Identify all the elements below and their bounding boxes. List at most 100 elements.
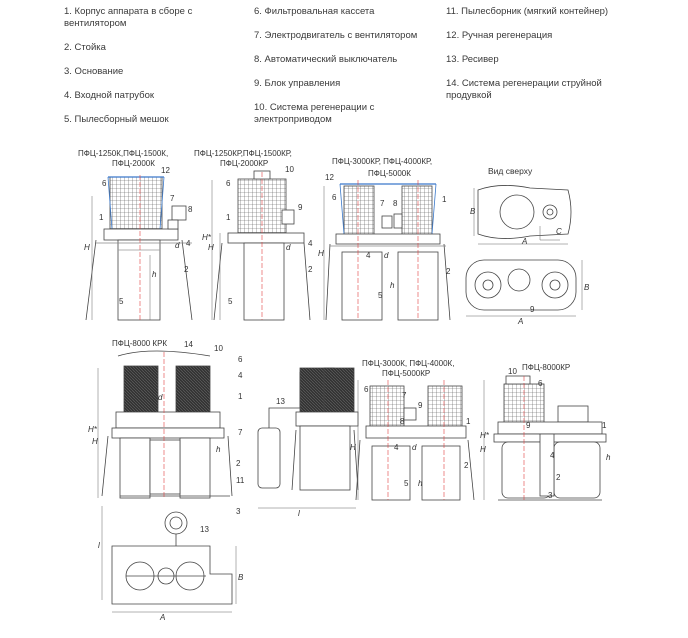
d9-label-13: 13 (200, 525, 209, 534)
d5-label-1: 1 (238, 392, 243, 401)
d4-label-C: С (556, 227, 562, 236)
d1-label-h: h (152, 270, 157, 279)
d1-label-8: 8 (188, 205, 193, 214)
d5-label-6: 6 (238, 355, 243, 364)
legend-item-9: 9. Блок управления (254, 78, 341, 89)
d2-label-4: 4 (308, 239, 313, 248)
legend-item-12: 12. Ручная регенерация (446, 30, 553, 41)
d5-label-10: 10 (214, 344, 223, 353)
legend-item-4: 4. Входной патрубок (64, 89, 155, 101)
filter-cassette (109, 176, 163, 230)
d5-title: ПФЦ-8000 КРК (112, 339, 167, 348)
d1-label-7: 7 (170, 194, 175, 203)
d1-label-1: 1 (99, 213, 104, 222)
drawing-9 (101, 506, 237, 613)
d8-label-6: 6 (538, 379, 543, 388)
d5-label-4: 4 (238, 371, 243, 380)
d7-label-1: 1 (466, 417, 471, 426)
legend-item-2: 2. Стойка (64, 41, 106, 53)
d7-title-1: ПФЦ-3000К, ПФЦ-4000К, (362, 359, 454, 368)
d5-label-d: d (158, 393, 163, 402)
legend-item-11: 11. Пылесборник (мягкий контейнер) (446, 6, 609, 17)
d1-label-H: H (84, 243, 90, 252)
d2-title-2: ПФЦ-2000КР (220, 159, 268, 168)
drawing-6 (257, 367, 359, 509)
d2-label-2: 2 (308, 265, 313, 274)
d3-label-1: 1 (442, 195, 447, 204)
d2-label-H: H (208, 243, 214, 252)
d2-label-Hstar: H* (202, 233, 212, 242)
d4-label-B1: В (470, 207, 476, 216)
d3-label-5: 5 (378, 291, 383, 300)
drawing-3 (323, 180, 451, 321)
legend-item-14: 14. Система регенерации струйной продувк… (446, 78, 602, 101)
d7-label-8: 8 (400, 417, 405, 426)
d3-label-h: h (390, 281, 395, 290)
d7-label-6: 6 (364, 385, 369, 394)
d1-label-6: 6 (102, 179, 107, 188)
d9-label-l: l (98, 541, 100, 550)
legend-item-7: 7. Электродвигатель с вентилятором (254, 30, 418, 41)
legend-column-1: 1. Корпус аппарата в сборе с вентиляторо… (64, 6, 244, 138)
d2-title-1: ПФЦ-1250КР,ПФЦ-1500КР, (194, 149, 292, 158)
d7-label-2: 2 (464, 461, 469, 470)
d5-label-Hstar: H* (88, 425, 98, 434)
d3-label-4: 4 (366, 251, 371, 260)
d1-label-4: 4 (186, 239, 191, 248)
d4-label-B2: В (584, 283, 590, 292)
d8-label-2: 2 (556, 473, 561, 482)
d1-title-1: ПФЦ-1250К,ПФЦ-1500К, (78, 149, 168, 158)
legend-column-2: 6. Фильтровальная кассета 7. Электродвиг… (254, 6, 440, 138)
d8-label-9: 9 (526, 421, 531, 430)
d2-label-10: 10 (285, 165, 294, 174)
d5-label-3: 3 (236, 507, 241, 516)
d2-label-d: d (286, 243, 291, 252)
d8-label-H: H (480, 445, 486, 454)
d8-label-h: h (606, 453, 611, 462)
d3-label-8: 8 (393, 199, 398, 208)
d8-label-4: 4 (550, 451, 555, 460)
legend: 1. Корпус аппарата в сборе с вентиляторо… (0, 6, 688, 136)
d2-label-6: 6 (226, 179, 231, 188)
d1-label-2: 2 (184, 265, 189, 274)
d4-title: Вид сверху (488, 166, 533, 176)
d1-label-5: 5 (119, 297, 124, 306)
legend-item-6: 6. Фильтровальная кассета (254, 6, 375, 17)
d6-label-13: 13 (276, 397, 285, 406)
d3-label-2: 2 (446, 267, 451, 276)
legend-item-13: 13. Ресивер (446, 54, 499, 65)
d3-title-2: ПФЦ-5000К (368, 169, 411, 178)
d5-label-14: 14 (184, 340, 193, 349)
legend-item-8: 8. Автоматический выключатель (254, 54, 398, 65)
d4-label-A1: А (521, 237, 527, 246)
d8-label-1: 1 (602, 421, 607, 430)
d5-label-7: 7 (238, 428, 243, 437)
d2-label-9: 9 (298, 203, 303, 212)
d1-label-d: d (175, 241, 180, 250)
d7-title-2: ПФЦ-5000КР (382, 369, 430, 378)
d3-label-H: H (318, 249, 324, 258)
d8-label-3: 3 (548, 491, 553, 500)
d9-label-B: В (238, 573, 244, 582)
drawing-7 (355, 380, 475, 501)
drawing-1 (85, 175, 193, 321)
d7-label-5: 5 (404, 479, 409, 488)
d7-label-d: d (412, 443, 417, 452)
d5-label-11: 11 (236, 476, 245, 485)
d7-label-h: h (418, 479, 423, 488)
drawing-8 (483, 375, 607, 501)
d3-label-d: d (384, 251, 389, 260)
d1-label-12: 12 (161, 166, 170, 175)
d1-title-2: ПФЦ-2000К (112, 159, 155, 168)
d8-title: ПФЦ-8000КР (522, 363, 570, 372)
drawing-4 (465, 185, 583, 317)
d9-label-A: А (159, 613, 165, 622)
d6-label-l: l (298, 509, 300, 518)
d7-label-H: H (350, 443, 356, 452)
d5-label-h: h (216, 445, 221, 454)
d7-label-9: 9 (418, 401, 423, 410)
legend-item-3: 3. Основание (64, 65, 124, 77)
legend-item-5: 5. Пылесборный мешок (64, 113, 169, 125)
d7-label-4: 4 (394, 443, 399, 452)
d3-label-6: 6 (332, 193, 337, 202)
